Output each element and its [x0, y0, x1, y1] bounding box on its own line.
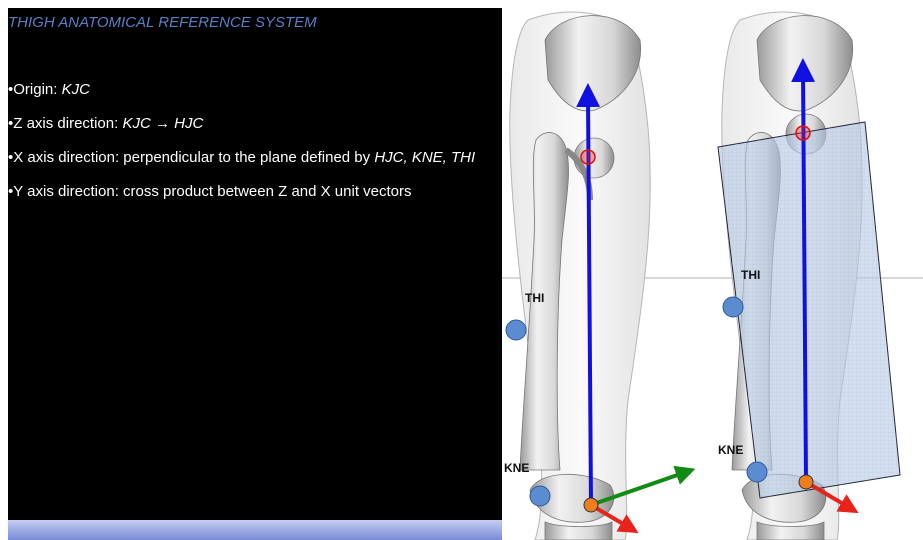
kne-label: KNE — [718, 443, 743, 457]
left-leg-figure: THI KNE — [504, 12, 686, 540]
thi-label: THI — [525, 291, 544, 305]
kne-marker — [747, 462, 767, 482]
thi-marker — [506, 320, 526, 340]
right-leg-figure: THI KNE — [718, 12, 900, 540]
hjc-marker — [796, 126, 810, 140]
kjc-marker — [799, 475, 813, 489]
kjc-marker — [584, 498, 598, 512]
kne-label: KNE — [504, 461, 529, 475]
thi-label: THI — [741, 268, 760, 282]
hjc-marker — [581, 150, 595, 164]
thi-marker — [723, 297, 743, 317]
kne-marker — [530, 486, 550, 506]
